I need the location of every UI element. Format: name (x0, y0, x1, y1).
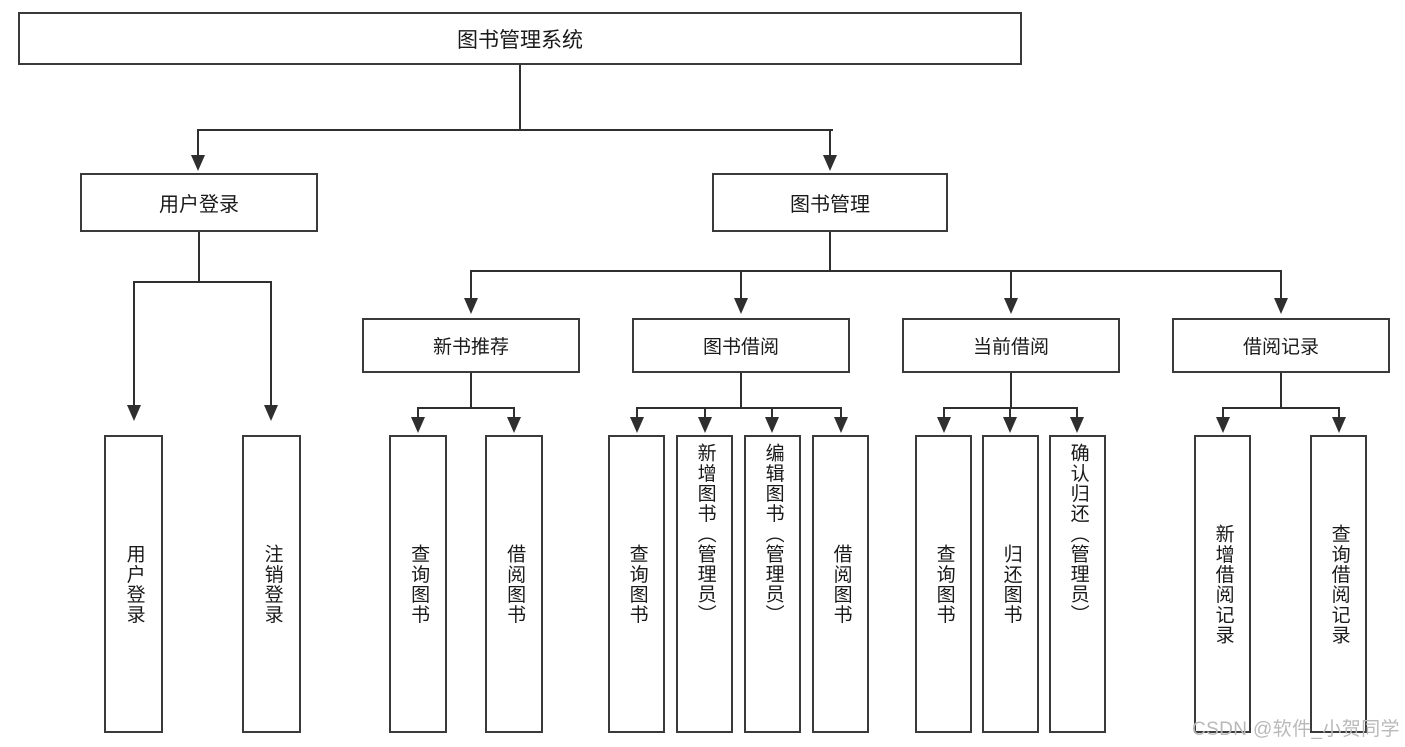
connector-stem-record (1280, 373, 1282, 408)
leaf-user-logout[interactable]: 注销登录 (242, 435, 301, 733)
leaf-borrow-edit-book-admin[interactable]: 编辑图书（管理员） (744, 435, 801, 733)
connector-drop-lvl3-3 (1010, 270, 1012, 300)
node-book-management[interactable]: 图书管理 (712, 173, 948, 232)
connector-bus-borrow (636, 407, 842, 409)
node-root-system[interactable]: 图书管理系统 (18, 12, 1022, 65)
connector-level1-bus (197, 129, 833, 131)
arrowhead-lvl3-4 (1274, 298, 1288, 314)
node-borrow-record[interactable]: 借阅记录 (1172, 318, 1390, 373)
leaf-label: 注销登录 (261, 543, 283, 625)
connector-stem-current (1010, 373, 1012, 408)
leaf-label: 借阅图书 (504, 543, 526, 625)
leaf-label: 查询图书 (933, 543, 955, 625)
connector-bus-recommend (417, 407, 514, 409)
connector-drop-lvl3-4 (1280, 270, 1282, 300)
node-label: 当前借阅 (972, 337, 1049, 358)
leaf-record-query-record[interactable]: 查询借阅记录 (1310, 435, 1367, 733)
arrowhead-lvl3-1 (464, 298, 478, 314)
connector-stem-borrow (740, 373, 742, 408)
node-label: 图书管理系统 (457, 28, 583, 52)
arrowhead-current-2 (1003, 417, 1017, 433)
connector-drop-record-2 (1338, 407, 1340, 419)
leaf-borrow-add-book-admin[interactable]: 新增图书（管理员） (676, 435, 733, 733)
leaf-current-query-book[interactable]: 查询图书 (915, 435, 972, 733)
leaf-label: 新增借阅记录 (1212, 523, 1234, 645)
leaf-label: 查询借阅记录 (1328, 523, 1350, 645)
connector-bus-user-login (133, 281, 271, 283)
connector-drop-current-2 (1009, 407, 1011, 419)
leaf-recommend-query-book[interactable]: 查询图书 (389, 435, 447, 733)
connector-drop-recommend-2 (513, 407, 515, 419)
arrowhead-record-1 (1216, 417, 1230, 433)
connector-root-stem (519, 65, 521, 130)
node-user-login[interactable]: 用户登录 (80, 173, 318, 232)
arrowhead-lvl3-3 (1004, 298, 1018, 314)
arrowhead-record-2 (1332, 417, 1346, 433)
connector-drop-borrow-3 (771, 407, 773, 419)
connector-drop-lvl3-1 (470, 270, 472, 300)
arrowhead-user-login (191, 155, 205, 171)
leaf-current-return-book[interactable]: 归还图书 (982, 435, 1039, 733)
leaf-label: 新增图书（管理员） (694, 443, 716, 625)
leaf-label: 确认归还（管理员） (1067, 443, 1089, 625)
connector-drop-current-3 (1076, 407, 1078, 419)
node-label: 图书借阅 (702, 337, 779, 358)
arrowhead-borrow-1 (630, 417, 644, 433)
arrowhead-leaf-user-login-2 (264, 405, 278, 421)
arrowhead-borrow-4 (834, 417, 848, 433)
connector-stem-recommend (470, 373, 472, 408)
leaf-current-confirm-return-admin[interactable]: 确认归还（管理员） (1049, 435, 1106, 733)
connector-drop-recommend-1 (417, 407, 419, 419)
node-current-borrow[interactable]: 当前借阅 (902, 318, 1120, 373)
connector-drop-lvl3-2 (740, 270, 742, 300)
connector-drop-leaf-user-login-1 (133, 281, 135, 407)
connector-drop-borrow-4 (840, 407, 842, 419)
csdn-watermark: CSDN @软件_小贺同学 (1192, 719, 1400, 740)
node-label: 图书管理 (790, 194, 870, 216)
leaf-borrow-borrow-book[interactable]: 借阅图书 (812, 435, 869, 733)
connector-stem-user-login (198, 232, 200, 282)
node-label: 新书推荐 (432, 337, 509, 358)
arrowhead-current-1 (937, 417, 951, 433)
leaf-label: 借阅图书 (830, 543, 852, 625)
arrowhead-borrow-3 (765, 417, 779, 433)
arrowhead-lvl3-2 (734, 298, 748, 314)
leaf-user-login[interactable]: 用户登录 (104, 435, 163, 733)
connector-drop-leaf-user-login-2 (270, 281, 272, 407)
connector-drop-user-login (197, 129, 199, 157)
arrowhead-borrow-2 (698, 417, 712, 433)
leaf-borrow-query-book[interactable]: 查询图书 (608, 435, 665, 733)
leaf-label: 用户登录 (123, 543, 145, 625)
connector-stem-book-mgmt (829, 232, 831, 271)
connector-drop-book-mgmt (829, 129, 831, 157)
node-new-book-recommend[interactable]: 新书推荐 (362, 318, 580, 373)
leaf-recommend-borrow-book[interactable]: 借阅图书 (485, 435, 543, 733)
connector-drop-current-1 (943, 407, 945, 419)
connector-drop-borrow-2 (704, 407, 706, 419)
leaf-label: 查询图书 (408, 543, 430, 625)
leaf-label: 编辑图书（管理员） (762, 443, 784, 625)
connector-bus-book-mgmt (470, 270, 1281, 272)
arrowhead-book-mgmt (823, 155, 837, 171)
connector-drop-borrow-1 (636, 407, 638, 419)
connector-bus-record (1222, 407, 1340, 409)
arrowhead-leaf-user-login-1 (127, 405, 141, 421)
connector-drop-record-1 (1222, 407, 1224, 419)
node-label: 用户登录 (159, 194, 239, 216)
arrowhead-recommend-2 (507, 417, 521, 433)
arrowhead-recommend-1 (411, 417, 425, 433)
node-book-borrow[interactable]: 图书借阅 (632, 318, 850, 373)
arrowhead-current-3 (1070, 417, 1084, 433)
node-label: 借阅记录 (1242, 337, 1319, 358)
leaf-label: 查询图书 (626, 543, 648, 625)
leaf-label: 归还图书 (1000, 543, 1022, 625)
leaf-record-add-record[interactable]: 新增借阅记录 (1194, 435, 1251, 733)
